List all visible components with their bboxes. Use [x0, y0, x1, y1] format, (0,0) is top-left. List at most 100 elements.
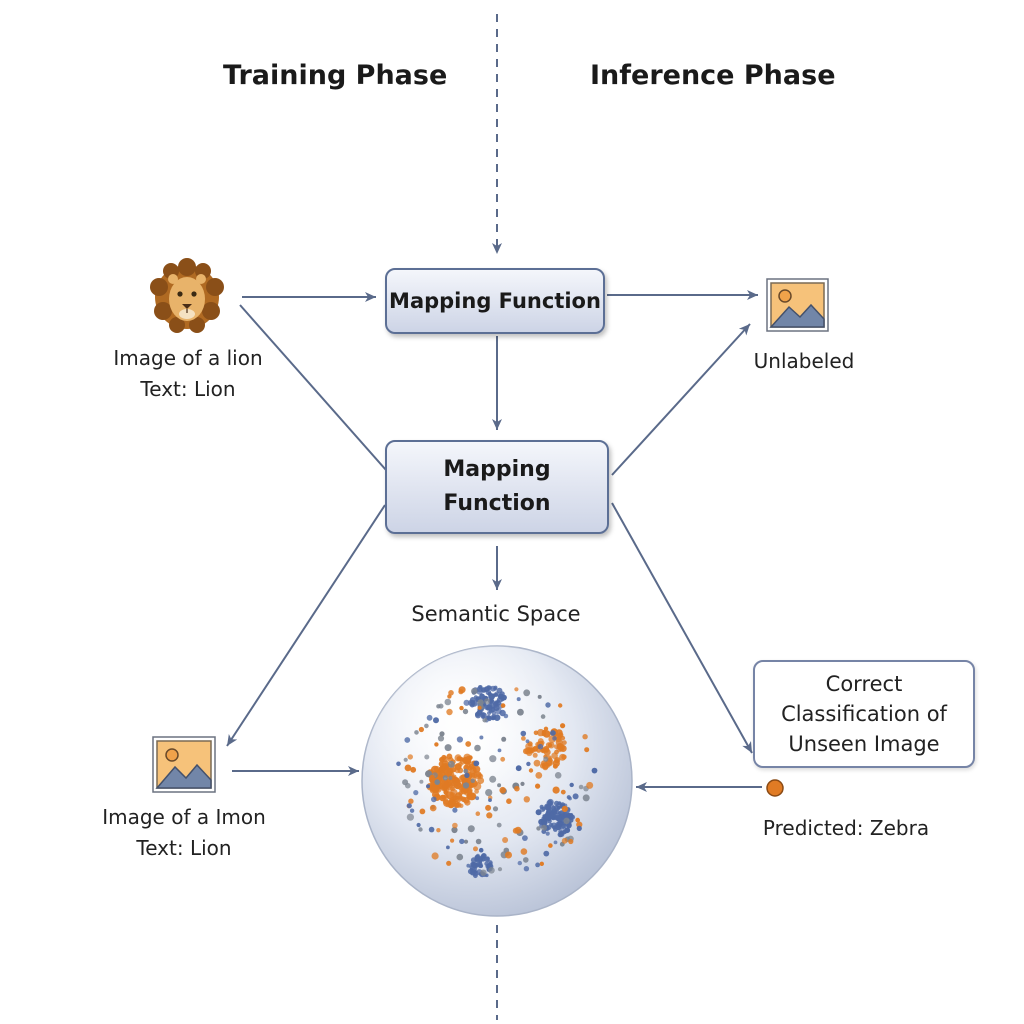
embedding-point	[562, 740, 567, 745]
embedding-point	[419, 779, 424, 784]
imon-input-line1: Image of a Imon	[102, 805, 266, 829]
embedding-point	[586, 781, 594, 789]
embedding-point	[576, 825, 582, 832]
embedding-point	[472, 866, 477, 872]
embedding-points	[396, 685, 598, 879]
embedding-point	[525, 739, 530, 744]
embedding-point	[552, 825, 557, 830]
embedding-point	[469, 867, 474, 872]
embedding-point	[396, 761, 401, 767]
embedding-point	[560, 789, 566, 795]
embedding-point	[496, 687, 503, 694]
embedding-point	[414, 730, 419, 735]
embedding-point	[547, 742, 553, 748]
embedding-point	[480, 869, 487, 876]
embedding-point	[591, 767, 598, 774]
embedding-point	[539, 861, 544, 866]
embedding-point	[535, 783, 541, 789]
embedding-point	[543, 850, 550, 857]
embedding-point	[532, 752, 538, 758]
embedding-point	[514, 687, 519, 692]
embedding-point	[486, 812, 493, 819]
result-line3: Unseen Image	[788, 732, 940, 756]
embedding-point	[443, 781, 450, 789]
embedding-point	[444, 768, 453, 777]
embedding-point	[462, 782, 470, 789]
embedding-point	[537, 728, 545, 737]
embedding-point	[452, 807, 458, 813]
embedding-point	[468, 792, 477, 801]
lion-icon	[150, 258, 224, 333]
embedding-point	[490, 685, 496, 692]
embedding-point	[497, 748, 502, 753]
embedding-point	[539, 804, 544, 810]
embedding-point	[477, 777, 485, 784]
embedding-point	[448, 776, 453, 780]
embedding-point	[475, 857, 479, 862]
embedding-point	[478, 685, 483, 690]
embedding-point	[436, 704, 441, 709]
embedding-point	[537, 743, 544, 750]
embedding-point	[555, 814, 562, 822]
semantic-space-sphere	[361, 645, 633, 917]
embedding-point	[533, 730, 539, 736]
embedding-point	[550, 730, 556, 736]
embedding-point	[406, 813, 414, 821]
embedding-point	[479, 855, 484, 860]
embedding-point	[429, 804, 437, 812]
embedding-point	[497, 783, 502, 788]
embedding-point	[463, 699, 470, 706]
embedding-point	[446, 708, 453, 716]
embedding-point	[413, 790, 419, 796]
embedding-point	[500, 697, 505, 702]
embedding-point	[569, 782, 574, 788]
embedding-point	[557, 743, 565, 752]
embedding-point	[497, 867, 503, 872]
embedding-point	[555, 736, 562, 743]
embedding-point	[406, 803, 412, 809]
unlabeled-image-icon	[766, 278, 829, 332]
embedding-point	[543, 756, 549, 762]
mapping-function-center: Mapping Function	[385, 440, 609, 534]
embedding-point	[407, 754, 413, 760]
embedding-point	[471, 862, 478, 869]
embedding-point	[523, 866, 530, 872]
embedding-point	[488, 709, 493, 714]
embedding-point	[554, 758, 559, 764]
embedding-point	[475, 811, 481, 816]
embedding-point	[442, 756, 449, 763]
embedding-point	[489, 715, 495, 720]
embedding-point	[521, 736, 526, 741]
embedding-point	[443, 794, 449, 799]
embedding-point	[459, 803, 464, 808]
embedding-point	[542, 814, 546, 818]
embedding-point	[452, 822, 458, 829]
embedding-point	[480, 714, 486, 719]
embedding-point	[466, 863, 471, 868]
embedding-point	[484, 698, 491, 705]
embedding-point	[454, 763, 462, 771]
embedding-point	[404, 737, 411, 743]
embedding-point	[563, 817, 570, 824]
embedding-point	[473, 760, 480, 767]
embedding-point	[547, 818, 552, 824]
embedding-point	[419, 808, 426, 815]
embedding-point	[520, 730, 527, 737]
embedding-point	[575, 817, 580, 823]
embedding-point	[470, 778, 475, 783]
embedding-point	[409, 808, 415, 813]
embedding-point	[488, 698, 495, 704]
result-line1: Correct	[825, 672, 903, 696]
embedding-point	[459, 705, 464, 711]
embedding-point	[485, 789, 493, 797]
embedding-point	[468, 755, 473, 760]
embedding-point	[552, 786, 560, 794]
embedding-point	[489, 775, 497, 783]
embedding-point	[517, 708, 524, 716]
unlabeled-label: Unlabeled	[753, 349, 855, 373]
embedding-point	[569, 814, 576, 820]
embedding-point	[520, 781, 525, 787]
embedding-point	[484, 704, 489, 709]
embedding-point	[473, 782, 482, 791]
embedding-point	[489, 755, 497, 763]
